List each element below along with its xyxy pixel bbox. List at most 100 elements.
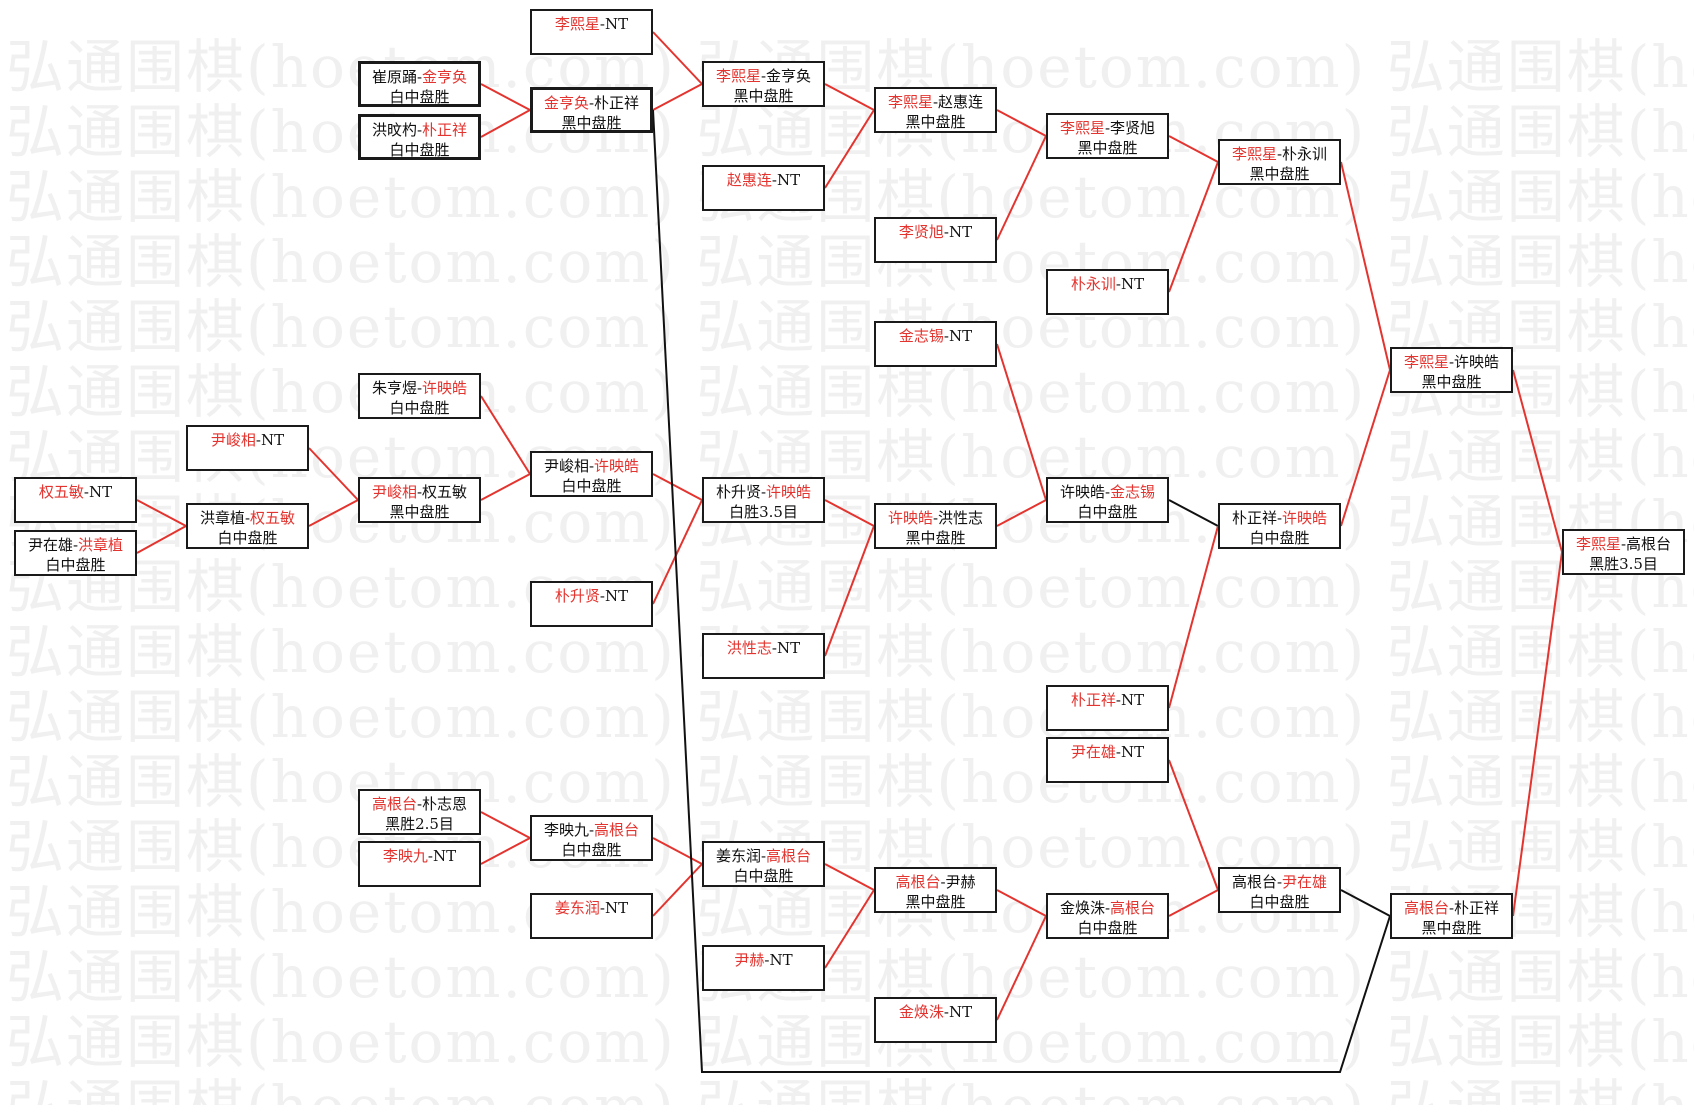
match-box: 金志锡-NT — [874, 321, 997, 367]
match-players: 朴永训-NT — [1070, 275, 1145, 293]
player-2: 许映皓 — [422, 379, 468, 397]
match-result: 黑中盘胜 — [905, 893, 966, 911]
match-result: 黑胜2.5目 — [385, 815, 454, 833]
player-1: 崔原踊 — [371, 68, 417, 86]
match-players: 李熙星-朴永训 — [1231, 145, 1328, 163]
player-2: NT — [260, 431, 285, 449]
player-1: 尹峻相 — [210, 431, 256, 449]
bracket-line — [1168, 525, 1219, 709]
match-box: 金亨奂-朴正祥黑中盘胜 — [530, 87, 653, 133]
match-result: 白中盘胜 — [389, 88, 450, 106]
match-players: 尹在雄-NT — [1070, 743, 1145, 761]
match-result: 黑中盘胜 — [1249, 165, 1310, 183]
match-box: 朴永训-NT — [1046, 269, 1169, 315]
bracket-line — [480, 83, 531, 111]
match-players: 李映九-NT — [382, 847, 457, 865]
match-box: 崔原踊-金亨奂白中盘胜 — [358, 61, 481, 107]
match-result: 白中盘胜 — [217, 529, 278, 547]
match-box: 李熙星-高根台黑胜3.5目 — [1562, 529, 1685, 575]
player-2: NT — [604, 587, 629, 605]
match-players: 朴升贤-NT — [554, 587, 629, 605]
match-players: 尹赫-NT — [734, 951, 793, 969]
match-players: 尹峻相-NT — [210, 431, 285, 449]
player-2: NT — [948, 327, 973, 345]
match-players: 姜东润-NT — [554, 899, 629, 917]
player-1: 尹在雄 — [1070, 743, 1116, 761]
bracket-line — [136, 499, 187, 527]
match-box: 尹峻相-许映皓白中盘胜 — [530, 451, 653, 497]
bracket-line — [136, 525, 187, 554]
match-box: 朴正祥-许映皓白中盘胜 — [1218, 503, 1341, 549]
match-box: 朴正祥-NT — [1046, 685, 1169, 731]
match-players: 洪章植-权五敏 — [199, 509, 296, 527]
bracket-line — [1512, 551, 1563, 917]
bracket-line — [1340, 889, 1391, 917]
player-2: 赵惠连 — [938, 93, 984, 111]
match-players: 赵惠连-NT — [726, 171, 801, 189]
bracket-line — [308, 499, 359, 527]
bracket-line — [308, 447, 359, 501]
bracket-line — [652, 83, 703, 111]
player-1: 李映九 — [382, 847, 428, 865]
match-box: 李熙星-NT — [530, 9, 653, 55]
match-result: 白中盘胜 — [1077, 503, 1138, 521]
player-1: 赵惠连 — [726, 171, 772, 189]
match-box: 朴升贤-NT — [530, 581, 653, 627]
match-box: 李贤旭-NT — [874, 217, 997, 263]
bracket-line — [1512, 369, 1563, 553]
player-2: 许映皓 — [594, 457, 640, 475]
match-result: 白胜3.5目 — [729, 503, 798, 521]
bracket-line — [1340, 161, 1391, 371]
bracket-line — [996, 889, 1047, 917]
player-2: 权五敏 — [422, 483, 468, 501]
match-result: 白中盘胜 — [1077, 919, 1138, 937]
match-players: 洪旼杓-朴正祥 — [371, 121, 468, 139]
player-2: 尹赫 — [945, 873, 976, 891]
match-result: 黑中盘胜 — [905, 529, 966, 547]
player-1: 金焕洙 — [898, 1003, 944, 1021]
match-players: 高根台-朴正祥 — [1403, 899, 1500, 917]
match-box: 李熙星-李贤旭黑中盘胜 — [1046, 113, 1169, 159]
player-1: 姜东润 — [554, 899, 600, 917]
match-box: 李熙星-金亨奂黑中盘胜 — [702, 61, 825, 107]
match-box: 尹在雄-洪章植白中盘胜 — [14, 530, 137, 576]
player-1: 姜东润 — [715, 847, 761, 865]
player-2: 尹在雄 — [1282, 873, 1328, 891]
match-players: 高根台-朴志恩 — [371, 795, 468, 813]
player-1: 高根台 — [1403, 899, 1449, 917]
match-result: 黑中盘胜 — [1077, 139, 1138, 157]
player-2: NT — [948, 1003, 973, 1021]
bracket-line — [480, 395, 531, 475]
match-players: 朱亨煜-许映皓 — [371, 379, 468, 397]
player-1: 朴正祥 — [1070, 691, 1116, 709]
player-2: NT — [776, 171, 801, 189]
match-players: 高根台-尹在雄 — [1231, 873, 1328, 891]
match-players: 权五敏-NT — [38, 483, 113, 501]
player-2: 许映皓 — [1454, 353, 1500, 371]
match-box: 姜东润-NT — [530, 893, 653, 939]
player-1: 洪性志 — [726, 639, 772, 657]
bracket-line — [652, 109, 1391, 1073]
player-1: 高根台 — [1231, 873, 1277, 891]
match-players: 李熙星-金亨奂 — [715, 67, 812, 85]
match-result: 白中盘胜 — [561, 841, 622, 859]
match-players: 洪性志-NT — [726, 639, 801, 657]
match-box: 金焕洙-NT — [874, 997, 997, 1043]
match-result: 黑中盘胜 — [561, 114, 622, 132]
match-box: 权五敏-NT — [14, 477, 137, 523]
player-2: NT — [1120, 743, 1145, 761]
match-box: 李熙星-赵惠连黑中盘胜 — [874, 87, 997, 133]
player-2: 朴正祥 — [422, 121, 468, 139]
match-players: 高根台-尹赫 — [895, 873, 976, 891]
player-2: 许映皓 — [766, 483, 812, 501]
match-box: 许映皓-金志锡白中盘胜 — [1046, 477, 1169, 523]
bracket-line — [1168, 499, 1219, 527]
bracket-line — [652, 473, 703, 501]
player-1: 朴正祥 — [1231, 509, 1277, 527]
player-2: 朴正祥 — [594, 94, 640, 112]
player-1: 李熙星 — [554, 15, 600, 33]
match-box: 高根台-尹在雄白中盘胜 — [1218, 867, 1341, 913]
bracket-line — [652, 863, 703, 917]
match-box: 李映九-NT — [358, 841, 481, 887]
